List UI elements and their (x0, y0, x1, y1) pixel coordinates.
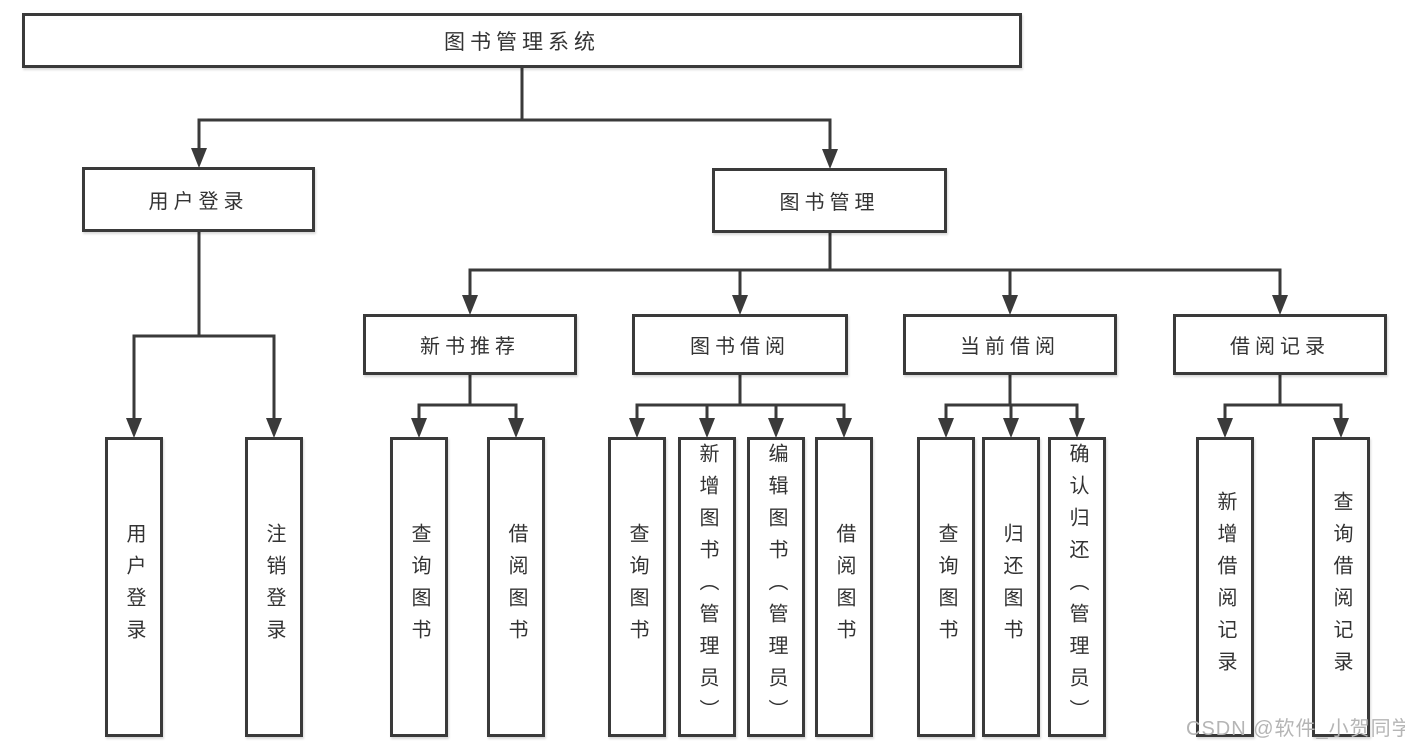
book-borrowing-label: 图书借阅 (690, 336, 790, 358)
leaf-borrowing-borrow-books: 借阅图书 (815, 437, 873, 737)
leaf-newbooks-query-books: 查询图书 (390, 437, 448, 737)
leaf-current-query-books: 查询图书 (917, 437, 975, 737)
node-book-borrowing: 图书借阅 (632, 314, 848, 375)
new-books-label: 新书推荐 (420, 336, 520, 358)
current-borrowing-label: 当前借阅 (960, 336, 1060, 358)
node-book-management: 图书管理 (712, 168, 947, 233)
node-new-books: 新书推荐 (363, 314, 577, 375)
book-management-label: 图书管理 (779, 192, 880, 214)
node-borrow-records: 借阅记录 (1173, 314, 1387, 375)
leaf-newbooks-borrow-books: 借阅图书 (487, 437, 545, 737)
leaf-add-books-admin: 新增图书（管理员） (678, 437, 736, 737)
leaf-edit-books-admin: 编辑图书（管理员） (747, 437, 805, 737)
node-root: 图书管理系统 (22, 13, 1022, 68)
leaf-query-borrow-record: 查询借阅记录 (1312, 437, 1370, 737)
leaf-user-login: 用户登录 (105, 437, 163, 737)
watermark: CSDN @软件_小贺同学 (1186, 718, 1405, 740)
leaf-confirm-return-admin: 确认归还（管理员） (1048, 437, 1106, 737)
node-current-borrowing: 当前借阅 (903, 314, 1117, 375)
leaf-add-borrow-record: 新增借阅记录 (1196, 437, 1254, 737)
arrowheads (126, 148, 1349, 438)
borrow-records-label: 借阅记录 (1230, 336, 1330, 358)
root-label: 图书管理系统 (444, 30, 600, 54)
leaf-logout: 注销登录 (245, 437, 303, 737)
leaf-borrowing-query-books: 查询图书 (608, 437, 666, 737)
leaf-return-books: 归还图书 (982, 437, 1040, 737)
node-user-login: 用户登录 (82, 167, 315, 232)
user-login-label: 用户登录 (148, 191, 249, 213)
